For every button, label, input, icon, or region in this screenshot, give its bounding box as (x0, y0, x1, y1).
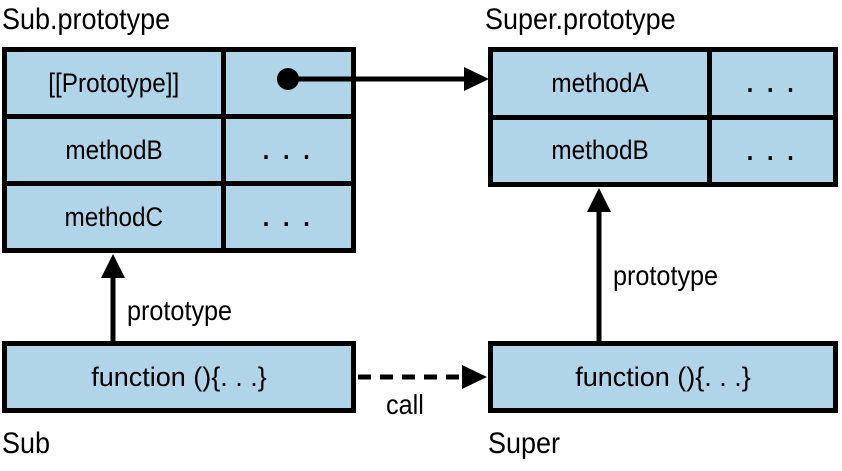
super-prototype-row-methodB-value: . . . (712, 119, 833, 182)
sub-prototype-table: [[Prototype]] methodB . . . methodC . . … (2, 47, 356, 253)
super-prototype-row-methodA-value: . . . (712, 52, 833, 115)
sub-prototype-row-prototype-name: [[Prototype]] (7, 52, 221, 114)
super-prototype-table: methodA . . . methodB . . . (488, 47, 838, 187)
super-function-label: function (){. . .} (575, 361, 751, 392)
sub-caption: Sub (2, 427, 51, 460)
super-prototype-edge-label: prototype (613, 260, 719, 291)
sub-prototype-title: Sub.prototype (2, 5, 189, 35)
call-edge-label: call (386, 389, 424, 420)
super-prototype-title-text: Super.prototype (485, 3, 676, 36)
sub-function-label: function (){. . .} (91, 361, 267, 392)
super-caption: Super (488, 427, 561, 460)
sub-prototype-row-methodC-value: . . . (226, 186, 351, 248)
super-prototype-row-methodA-name: methodA (493, 52, 707, 115)
sub-prototype-row-methodB-value: . . . (226, 119, 351, 181)
sub-prototype-row-methodC-name: methodC (7, 186, 221, 248)
sub-prototype-arrowhead-icon (101, 254, 125, 278)
sub-prototype-title-text: Sub.prototype (2, 3, 171, 36)
call-arrowhead-icon (462, 365, 487, 389)
sub-prototype-row-prototype-value-pointer-cell (226, 52, 351, 114)
super-prototype-arrowhead-icon (587, 188, 611, 212)
sub-function-box: function (){. . .} (2, 341, 356, 413)
super-prototype-row-methodB-name: methodB (493, 119, 707, 182)
super-function-box: function (){. . .} (488, 341, 838, 413)
super-prototype-title: Super.prototype (485, 5, 697, 35)
sub-prototype-row-methodB-name: methodB (7, 119, 221, 181)
sub-prototype-edge-label: prototype (127, 295, 233, 326)
prototype-pointer-arrowhead-icon (464, 67, 489, 91)
